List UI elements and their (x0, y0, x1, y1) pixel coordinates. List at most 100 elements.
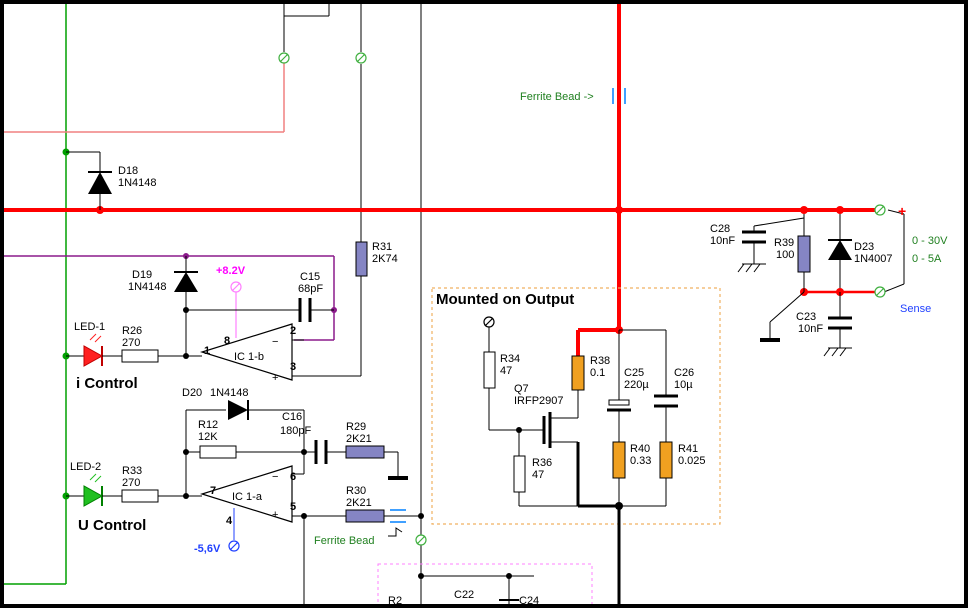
ic1a-pin5: 5 (290, 501, 296, 513)
terminal-output-plus (874, 204, 886, 216)
ic1a-plus: + (272, 509, 278, 521)
terminal-minus-5v6 (228, 540, 240, 552)
r41-value: 0.025 (678, 455, 706, 467)
r26-ref: R26 (122, 325, 142, 337)
resistor-r34 (483, 327, 544, 431)
sense-label: Sense (900, 303, 931, 315)
led1-label: i Control (76, 375, 138, 392)
range-current: 0 - 5A (912, 253, 942, 265)
terminal-top-1 (278, 52, 290, 64)
resistor-r12 (183, 410, 304, 496)
capacitor-c23 (823, 316, 852, 357)
pink-wire (4, 59, 285, 133)
capacitor-c26 (654, 394, 678, 442)
capacitor-c25 (607, 399, 631, 442)
capacitor-c15 (186, 298, 334, 322)
minus-5v6-label: -5,6V (194, 543, 221, 555)
power-rail (4, 4, 876, 356)
d23-value: 1N4007 (854, 253, 893, 265)
r39-value: 100 (776, 249, 794, 261)
resistor-r36 (513, 430, 526, 506)
c28-value: 10nF (710, 235, 735, 247)
q7-ref: Q7 (514, 383, 529, 395)
diode-d20 (186, 400, 305, 452)
r31-value: 2K74 (372, 253, 398, 265)
c23-value: 10nF (798, 323, 823, 335)
output-bus-bottom (519, 502, 666, 604)
c26-ref: C26 (674, 367, 694, 379)
d18-ref: D18 (118, 165, 138, 177)
terminal-output-sense (874, 286, 886, 298)
r40-value: 0.33 (630, 455, 651, 467)
diode-d18 (66, 151, 112, 210)
opamp-ic1a (183, 465, 346, 604)
terminal-top-2 (355, 52, 367, 64)
r29-value: 2K21 (346, 433, 372, 445)
c25-ref: C25 (624, 367, 644, 379)
resistor-r39 (797, 235, 811, 292)
d19-ref: D19 (132, 269, 152, 281)
bottom-box (377, 563, 593, 604)
r26-value: 270 (122, 337, 140, 349)
schematic-svg: D18 1N4148 D19 1N4148 +8.2V C15 68pF IC (4, 4, 948, 604)
green-rail (4, 4, 70, 585)
r40-ref: R40 (630, 443, 650, 455)
ic1a-ref: IC 1-a (232, 491, 263, 503)
resistor-r26 (102, 349, 189, 363)
d20-value: 1N4148 (210, 387, 249, 399)
ic1b-pin2: 2 (290, 325, 296, 337)
ic1b-pin3: 3 (290, 361, 296, 373)
r33-ref: R33 (122, 465, 142, 477)
d20-ref: D20 (182, 387, 202, 399)
terminal-plus-8v2 (230, 281, 242, 338)
r34-value: 47 (500, 365, 512, 377)
diode-d19 (174, 256, 198, 356)
resistor-r41 (659, 441, 673, 506)
led-1 (66, 333, 104, 367)
led1-ref: LED-1 (74, 321, 105, 333)
ferrite-bead-top-label: Ferrite Bead -> (520, 91, 594, 103)
output-branch (618, 329, 667, 400)
r38-value: 0.1 (590, 367, 605, 379)
r39-ref: R39 (774, 237, 794, 249)
led2-ref: LED-2 (70, 461, 101, 473)
top-wires (283, 4, 422, 604)
r12-ref: R12 (198, 419, 218, 431)
plus-8v2-label: +8.2V (216, 265, 246, 277)
r12-value: 12K (198, 431, 218, 443)
right-output (753, 206, 905, 342)
c24-ref: C24 (519, 595, 539, 604)
ferrite-bead-top (612, 88, 626, 104)
ic1a-pin6: 6 (290, 471, 296, 483)
ic1a-pin4: 4 (226, 515, 233, 527)
c22-ref: C22 (454, 589, 474, 601)
resistor-r33 (102, 489, 186, 503)
r34-ref: R34 (500, 353, 520, 365)
range-voltage: 0 - 30V (912, 235, 948, 247)
led2-label: U Control (78, 517, 146, 534)
r31-ref: R31 (372, 241, 392, 253)
ic1b-plus: + (272, 372, 278, 384)
led-2 (66, 473, 104, 507)
ic1a-pin7: 7 (210, 485, 216, 497)
r33-value: 270 (122, 477, 140, 489)
ic1b-pin1: 1 (204, 345, 210, 357)
ic1b-pin8: 8 (224, 335, 230, 347)
resistor-r31 (355, 241, 368, 277)
q7-value: IRFP2907 (514, 395, 564, 407)
c23-ref: C23 (796, 311, 816, 323)
resistor-r29 (345, 445, 408, 480)
diode-d23 (828, 239, 852, 260)
c25-value: 220µ (624, 379, 649, 391)
mosfet-q7 (516, 390, 580, 506)
resistor-r38 (571, 355, 585, 391)
r38-ref: R38 (590, 355, 610, 367)
c16-ref: C16 (282, 411, 302, 423)
r41-ref: R41 (678, 443, 698, 455)
r29-ref: R29 (346, 421, 366, 433)
ic1a-minus: − (272, 471, 278, 483)
c28-ref: C28 (710, 223, 730, 235)
ferrite-bead-bottom-label: Ferrite Bead (314, 535, 375, 547)
d23-ref: D23 (854, 241, 874, 253)
